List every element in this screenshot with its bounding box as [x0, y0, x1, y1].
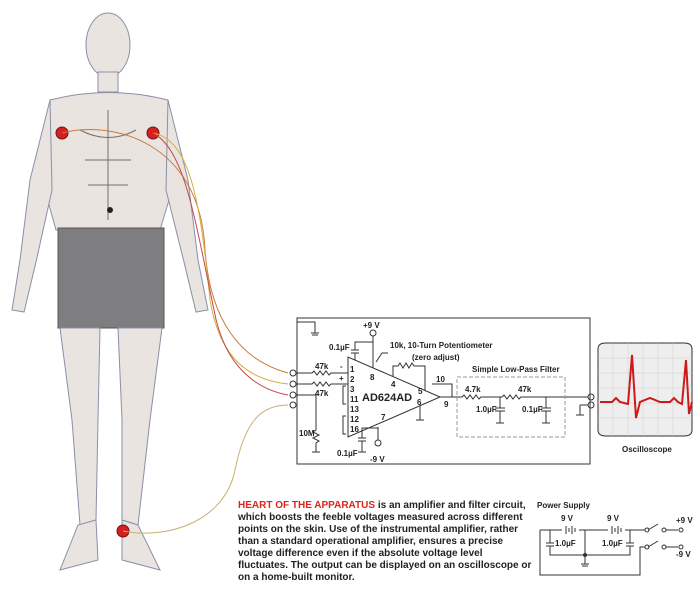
cap-top-label: 0.1µF [329, 343, 350, 352]
r-in2-label: 47k [315, 389, 329, 398]
pin-label: 2 [350, 375, 355, 384]
pin-label: 1 [350, 365, 355, 374]
filter-r1-label: 4.7k [465, 385, 481, 394]
pot-label: 10k, 10-Turn Potentiometer [390, 341, 493, 350]
battery1-label: 9 V [561, 514, 574, 523]
oscilloscope-label: Oscilloscope [622, 445, 672, 454]
plus-9v-label: +9 V [363, 321, 380, 330]
pin-label: 13 [350, 405, 359, 414]
electrode-ground [107, 207, 113, 213]
pin-label: 4 [391, 380, 396, 389]
filter-c2-label: 0.1µF [522, 405, 543, 414]
plus-sign: + [339, 374, 344, 383]
pot-sub-label: (zero adjust) [412, 353, 460, 362]
caption: HEART OF THE APPARATUS is an amplifier a… [238, 500, 532, 584]
filter-c1-label: 1.0µF [476, 405, 497, 414]
human-figure [11, 12, 209, 571]
caption-body: is an amplifier and filter circuit, whic… [238, 500, 532, 583]
pin-label: 5 [418, 387, 423, 396]
caption-heading: HEART OF THE APPARATUS [238, 500, 376, 511]
r-10m-label: 10M [299, 429, 315, 438]
ps-out-minus-label: -9 V [676, 550, 691, 559]
power-supply-title: Power Supply [537, 501, 590, 510]
lead-wires [61, 129, 289, 534]
minus-sign: - [340, 362, 343, 371]
pin-label: 12 [350, 415, 359, 424]
oscilloscope: Oscilloscope [597, 342, 693, 454]
pin-label: 10 [436, 375, 445, 384]
power-supply: Power Supply 9 V 9 V 1.0µF 1.0µF +9 V -9… [537, 501, 693, 576]
pin-label: 8 [370, 373, 375, 382]
pin-label: 16 [350, 425, 359, 434]
filter-title: Simple Low-Pass Filter [472, 365, 560, 374]
r-in1-label: 47k [315, 362, 329, 371]
pin-label: 7 [381, 413, 386, 422]
pin-label: 11 [350, 395, 359, 404]
ps-cap2-label: 1.0µF [602, 539, 623, 548]
ps-cap1-label: 1.0µF [555, 539, 576, 548]
pin-label: 9 [444, 400, 449, 409]
ecg-trace [600, 354, 693, 419]
chip-name: AD624AD [362, 392, 412, 404]
ps-out-plus-label: +9 V [676, 516, 693, 525]
minus-9v-label: -9 V [370, 455, 385, 464]
amplifier-circuit: +9 V 0.1µF 10k, 10-Turn Potentiometer (z… [289, 317, 595, 465]
filter-r2-label: 47k [518, 385, 532, 394]
cap-bottom-label: 0.1µF [337, 449, 358, 458]
battery2-label: 9 V [607, 514, 620, 523]
pin-label: 6 [417, 398, 422, 407]
pin-label: 3 [350, 385, 355, 394]
